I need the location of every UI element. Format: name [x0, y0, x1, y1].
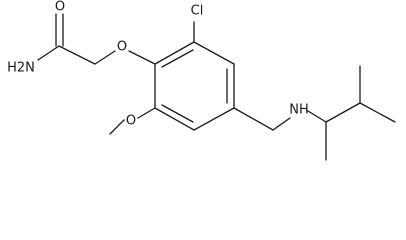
bond-o-ring: [128, 50, 156, 65]
bond-isopropyl-methyl-2: [359, 102, 396, 123]
bond-ring-methoxy-o: [137, 107, 156, 119]
bond-ring-c2-c3: [193, 41, 235, 65]
bond-nh-ch: [307, 110, 327, 123]
bond-ring-c5-c6-inner: [161, 104, 194, 123]
atom-carbonyl-o: O: [55, 0, 65, 15]
bond-ch-ch: [325, 102, 361, 123]
bond-methoxy-ch3: [109, 119, 125, 135]
atom-chlorine: Cl: [191, 4, 204, 19]
atom-amide-n: H2N: [7, 61, 35, 76]
atom-amine-n: NH: [289, 103, 309, 118]
bond-ring-c4-c5: [193, 107, 235, 131]
bond-ch2-o: [94, 50, 116, 65]
bond-ring-c1-c2: [154, 41, 195, 65]
atom-ether-o: O: [117, 40, 127, 55]
bond-amide-ch2: [58, 45, 96, 65]
atom-methoxy-o: O: [126, 114, 136, 129]
bonds: [37, 13, 396, 161]
atom-labels: O H2N O Cl O NH: [7, 0, 309, 129]
bond-ring-benzyl: [233, 107, 274, 131]
bond-amide-cn: [37, 45, 60, 61]
bond-ring-c1-c2-inner: [161, 49, 194, 68]
bond-benzyl-nh: [272, 117, 291, 131]
bond-ring-c5-c6: [154, 107, 195, 131]
chemical-structure: O H2N O Cl O NH: [7, 0, 396, 161]
